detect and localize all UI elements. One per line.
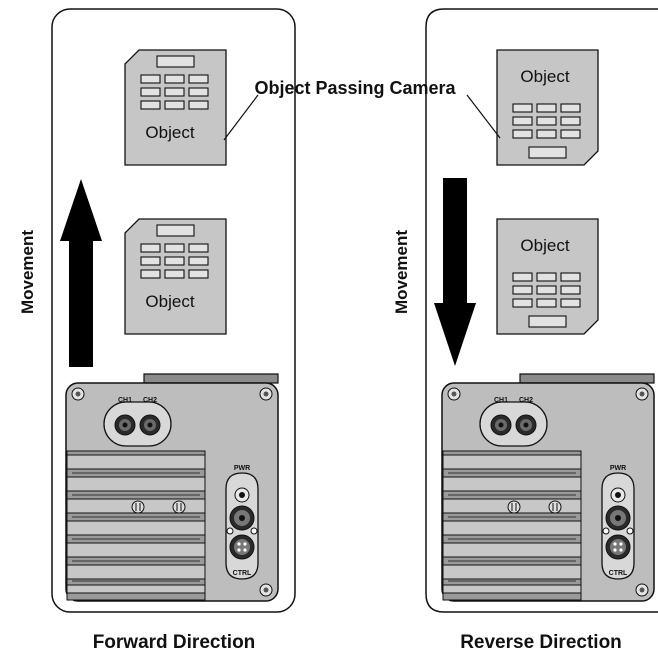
reverse-ch1-label: CH1 xyxy=(494,397,508,404)
reverse-callout-leader xyxy=(466,94,501,139)
forward-object-bottom xyxy=(124,218,227,335)
reverse-ctrl-label: CTRL xyxy=(609,570,628,577)
callout-label: Object Passing Camera xyxy=(254,78,456,98)
forward-ch2-label: CH2 xyxy=(143,397,157,404)
forward-object-bottom-label: Object xyxy=(145,292,194,311)
forward-ch1-label: CH1 xyxy=(118,397,132,404)
forward-callout-leader xyxy=(223,94,259,141)
forward-ctrl-label: CTRL xyxy=(233,570,252,577)
reverse-caption: Reverse Direction xyxy=(460,632,622,653)
forward-panel: Object Object CH1 CH2 PWR CTRL Movement … xyxy=(18,8,296,653)
reverse-ch2-label: CH2 xyxy=(519,397,533,404)
reverse-frame xyxy=(425,8,658,613)
forward-object-top-label: Object xyxy=(145,123,194,142)
reverse-pwr-label: PWR xyxy=(610,465,626,472)
forward-pwr-label: PWR xyxy=(234,465,250,472)
reverse-camera xyxy=(441,373,655,602)
forward-movement-arrow xyxy=(60,179,102,367)
reverse-movement-label: Movement xyxy=(392,230,411,314)
forward-camera xyxy=(65,373,279,602)
forward-movement-label: Movement xyxy=(18,230,37,314)
forward-caption: Forward Direction xyxy=(93,632,256,653)
forward-frame xyxy=(51,8,296,613)
reverse-movement-arrow xyxy=(434,178,476,366)
reverse-object-top-label: Object xyxy=(520,67,569,86)
reverse-panel: Object Object CH1 CH2 PWR CTRL Movement … xyxy=(392,8,658,653)
reverse-object-bottom-label: Object xyxy=(520,236,569,255)
forward-object-top xyxy=(124,49,227,166)
